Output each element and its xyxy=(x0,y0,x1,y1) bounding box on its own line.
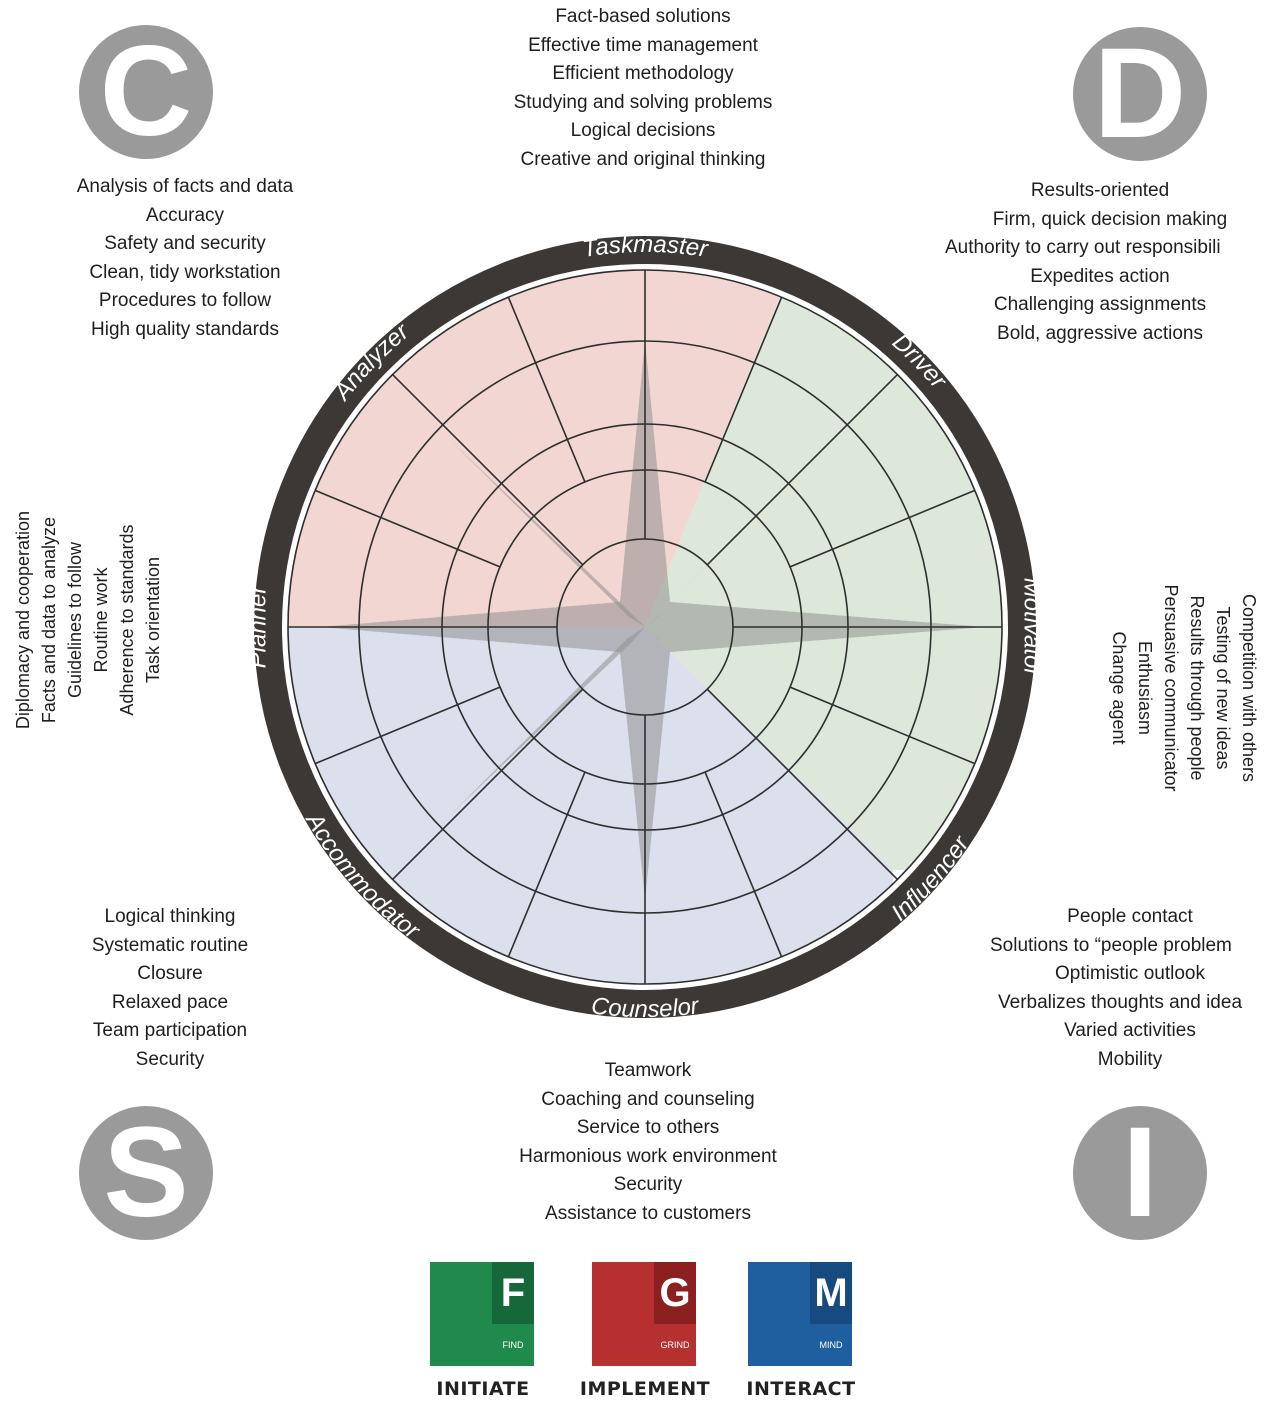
s-quadrant xyxy=(288,627,893,984)
spoke-line xyxy=(704,296,783,483)
trait: Team participation xyxy=(92,1020,248,1042)
spoke-line xyxy=(704,771,783,958)
i-traits: People contact Solutions to “people prob… xyxy=(990,903,1288,1075)
trait: Procedures to follow xyxy=(98,290,272,312)
spoke-line xyxy=(391,373,584,566)
d-quadrant xyxy=(645,270,1002,870)
trait: People contact xyxy=(1067,906,1193,927)
c-letter-badge: C xyxy=(79,25,213,159)
logo-caption: FIND xyxy=(492,1324,534,1366)
i-letter-badge: I xyxy=(1073,1106,1207,1240)
d-traits: Results-oriented Firm, quick decision ma… xyxy=(945,177,1288,349)
trait: Harmonious work environment xyxy=(519,1145,777,1167)
taskmaster-label: Taskmaster xyxy=(581,231,711,263)
spoke-line xyxy=(789,489,976,568)
trait: Expedites action xyxy=(1030,265,1170,287)
trait: Logical thinking xyxy=(104,906,236,927)
trait: Varied activities xyxy=(1064,1020,1196,1042)
trait: Studying and solving problems xyxy=(513,91,773,113)
spoke-line xyxy=(706,373,899,566)
s-traits: Logical thinking Systematic routine Clos… xyxy=(40,903,300,1075)
trait: Safety and security xyxy=(104,233,266,255)
counselor-label: Counselor xyxy=(590,992,701,1023)
logo-graphic xyxy=(592,1262,654,1366)
trait: Closure xyxy=(137,963,203,985)
trait: Verbalizes thoughts and idea xyxy=(998,991,1243,1013)
logo-graphic xyxy=(748,1262,810,1366)
trait: Assistance to customers xyxy=(545,1202,751,1224)
spoke-line xyxy=(391,688,584,881)
trait: High quality standards xyxy=(91,318,279,340)
motivator-label: Motivator xyxy=(1019,578,1046,678)
logo-letter: F xyxy=(492,1262,534,1324)
trait: Teamwork xyxy=(604,1060,692,1081)
logo-caption: GRIND xyxy=(654,1324,696,1366)
trait: Solutions to “people problem xyxy=(990,934,1232,956)
logo-label: IMPLEMENT xyxy=(579,1378,711,1400)
trait: Efficient methodology xyxy=(552,63,734,85)
logo-graphic xyxy=(430,1262,492,1366)
trait: Bold, aggressive actions xyxy=(997,322,1203,344)
trait: Mobility xyxy=(1097,1048,1163,1070)
logo-letter: M xyxy=(810,1262,852,1324)
spoke-line xyxy=(789,686,976,765)
logo-label: INITIATE xyxy=(436,1378,530,1400)
spoke-line xyxy=(314,686,501,765)
planner-label: Planner xyxy=(244,585,271,669)
taskmaster-traits: Fact-based solutions Effective time mana… xyxy=(443,3,843,175)
counselor-traits: Teamwork Coaching and counseling Service… xyxy=(448,1057,848,1229)
trait: Authority to carry out responsibili xyxy=(945,237,1221,259)
c-traits: Analysis of facts and data Accuracy Safe… xyxy=(35,173,335,345)
logo-caption: MIND xyxy=(810,1324,852,1366)
s-letter-badge: S xyxy=(79,1106,213,1240)
trait: Optimistic outlook xyxy=(1055,963,1205,985)
spoke-line xyxy=(314,489,501,568)
trait: Firm, quick decision making xyxy=(992,208,1228,230)
trait: Accuracy xyxy=(145,204,225,226)
trait: Security xyxy=(135,1048,205,1070)
d-letter-badge: D xyxy=(1073,27,1207,161)
grid-spokes xyxy=(288,270,1002,984)
logo-label: INTERACT xyxy=(746,1378,856,1400)
trait: Service to others xyxy=(576,1117,720,1139)
trait: Systematic routine xyxy=(91,934,249,956)
spoke-line xyxy=(507,771,586,958)
trait: Coaching and counseling xyxy=(541,1088,755,1110)
trait: Fact-based solutions xyxy=(555,6,731,27)
trait: Challenging assignments xyxy=(993,294,1207,316)
spoke-line xyxy=(507,296,586,483)
trait: Creative and original thinking xyxy=(520,148,766,170)
trait: Analysis of facts and data xyxy=(76,176,294,197)
trait: Results-oriented xyxy=(1030,180,1170,201)
trait: Relaxed pace xyxy=(111,991,229,1013)
trait: Logical decisions xyxy=(570,120,716,142)
logo-letter: G xyxy=(654,1262,696,1324)
trait: Effective time management xyxy=(528,34,758,56)
trait: Security xyxy=(613,1174,683,1196)
spoke-line xyxy=(706,688,899,881)
trait: Clean, tidy workstation xyxy=(89,261,281,283)
